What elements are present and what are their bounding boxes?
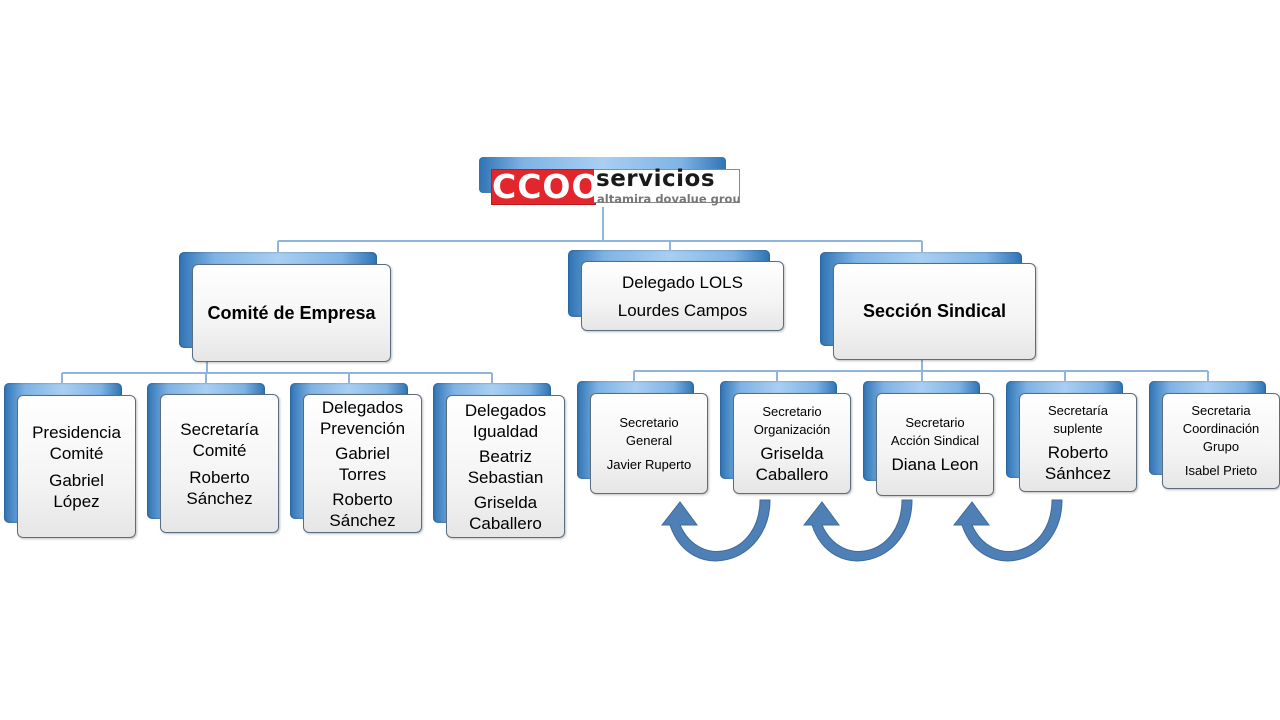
logo-word: servicios [596,166,716,192]
node-title: Secretario Organización [753,403,831,437]
secretaria-coordinacion-node: Secretaria Coordinación Grupo Isabel Pri… [1149,381,1280,489]
node-person: Roberto Sánhcez [1044,442,1112,483]
lols-name: Lourdes Campos [617,300,748,320]
node-title: Secretaria Coordinación Grupo [1182,403,1260,454]
seccion-label: Sección Sindical [862,301,1007,321]
curved-arrow-icon [952,499,1063,562]
node-title: Delegados Igualdad [464,400,547,441]
lols-title: Delegado LOLS [622,272,743,292]
secretario-accion-node: Secretario Acción Sindical Diana Leon [863,381,994,496]
node-person: Gabriel López [49,470,104,511]
node-title: Presidencia Comité [32,422,121,463]
secretaria-comite-node: Secretaría Comité Roberto Sánchez [147,383,279,533]
node-person-2: Roberto Sánchez [329,489,396,530]
node-person: Roberto Sánchez [186,467,253,508]
node-person: Diana Leon [891,455,979,474]
node-person: Javier Ruperto [606,456,692,472]
cycle-arrows [660,499,1063,562]
node-person: Griselda Caballero [755,443,829,484]
igualdad-node: Delegados Igualdad Beatriz Sebastian Gri… [433,383,565,538]
node-person-2: Griselda Caballero [469,492,542,533]
curved-arrow-icon [660,499,771,562]
secretario-general-node: Secretario General Javier Ruperto [577,381,708,494]
node-title: Secretaría suplente [1048,402,1108,436]
node-title: Secretario General [619,414,679,448]
ccoo-brand-mark: CCOO [491,167,601,206]
logo-subtitle: altamira dovalue group [597,192,739,206]
prevencion-node: Delegados Prevención Gabriel Torres Robe… [290,383,422,533]
node-person: Gabriel Torres [335,443,390,484]
node-person: Isabel Prieto [1184,463,1258,478]
lols-node: Delegado LOLS Lourdes Campos [568,250,784,331]
node-title: Secretario Acción Sindical [890,415,980,448]
comite-label: Comité de Empresa [207,302,376,323]
node-title: Secretaría Comité [180,419,259,460]
secretaria-suplente-node: Secretaría suplente Roberto Sánhcez [1006,381,1137,492]
node-title: Delegados Prevención [319,397,406,438]
curved-arrow-icon [802,499,913,562]
comite-node: Comité de Empresa [179,252,391,362]
seccion-node: Sección Sindical [820,252,1036,360]
logo-text-box [594,169,740,203]
presidencia-node: Presidencia Comité Gabriel López [4,383,136,538]
node-person: Beatriz Sebastian [467,446,544,487]
ccoo-servicios-logo: CCOO servicios altamira dovalue group [479,157,741,207]
secretario-organizacion-node: Secretario Organización Griselda Caballe… [720,381,851,494]
